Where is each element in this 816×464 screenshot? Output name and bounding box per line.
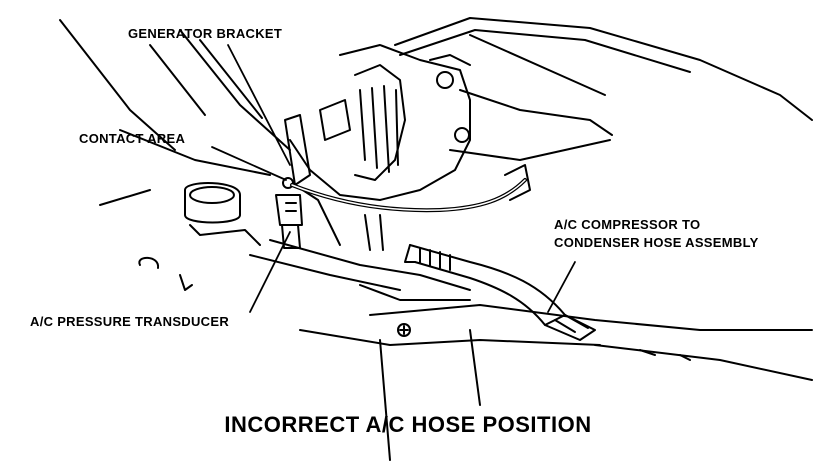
- hose-assembly-label-line2: CONDENSER HOSE ASSEMBLY: [554, 235, 759, 250]
- leader-lines: [211, 44, 576, 313]
- figure-caption: INCORRECT A/C HOSE POSITION: [224, 412, 592, 437]
- pressure-transducer: [275, 177, 303, 249]
- pressure-transducer-label: A/C PRESSURE TRANSDUCER: [30, 314, 230, 329]
- compressor-hose: [404, 244, 596, 341]
- hose-assembly-label-line1: A/C COMPRESSOR TO: [554, 217, 701, 232]
- generator: [289, 44, 613, 201]
- generator-bracket-label: GENERATOR BRACKET: [128, 26, 283, 41]
- fender-outline: [59, 17, 813, 206]
- contact-area-label: CONTACT AREA: [79, 131, 186, 146]
- ac-hose: [290, 164, 531, 251]
- engine-lower-structure: [138, 182, 813, 461]
